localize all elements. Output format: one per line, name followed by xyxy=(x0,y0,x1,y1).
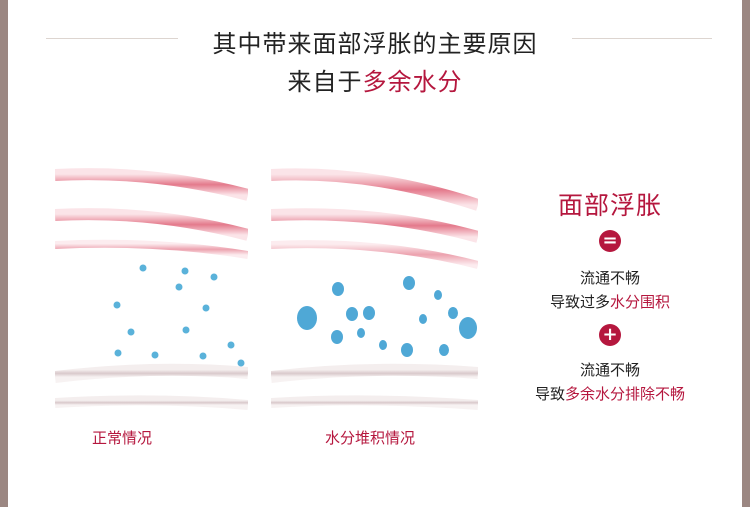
cause1-prefix: 导致过多 xyxy=(549,293,610,311)
subheadline-highlight: 多余水分 xyxy=(362,68,463,96)
cause2-line1: 流通不畅 xyxy=(579,361,640,379)
cause2-highlight: 多余水分排除不畅 xyxy=(565,385,686,403)
right-border xyxy=(742,0,750,507)
caption-accumulation: 水分堆积情况 xyxy=(325,429,416,447)
divider-left xyxy=(46,38,178,39)
cause2-line2: 导致多余水分排除不畅 xyxy=(510,382,710,406)
normal-illustration xyxy=(55,168,248,410)
cause-block-2: 流通不畅 导致多余水分排除不畅 xyxy=(510,358,710,406)
cause1-line2: 导致过多水分围积 xyxy=(510,290,710,314)
cause2-prefix: 导致 xyxy=(534,385,565,403)
water-drops xyxy=(297,276,477,357)
plus-icon: + xyxy=(599,324,621,346)
cause1-highlight: 水分围积 xyxy=(610,293,671,311)
water-drops xyxy=(113,264,245,367)
subheadline: 来自于多余水分 xyxy=(0,62,750,97)
cause-block-1: 流通不畅 导致过多水分围积 xyxy=(510,266,710,314)
left-border xyxy=(0,0,8,507)
cause1-line1: 流通不畅 xyxy=(579,269,640,287)
subheadline-prefix: 来自于 xyxy=(287,68,363,96)
water-accumulation-illustration xyxy=(271,168,478,410)
caption-normal: 正常情况 xyxy=(92,429,153,447)
equals-icon: = xyxy=(599,230,621,252)
divider-right xyxy=(572,38,712,39)
right-title: 面部浮胀 xyxy=(557,191,662,220)
headline: 其中带来面部浮胀的主要原因 xyxy=(212,30,538,58)
